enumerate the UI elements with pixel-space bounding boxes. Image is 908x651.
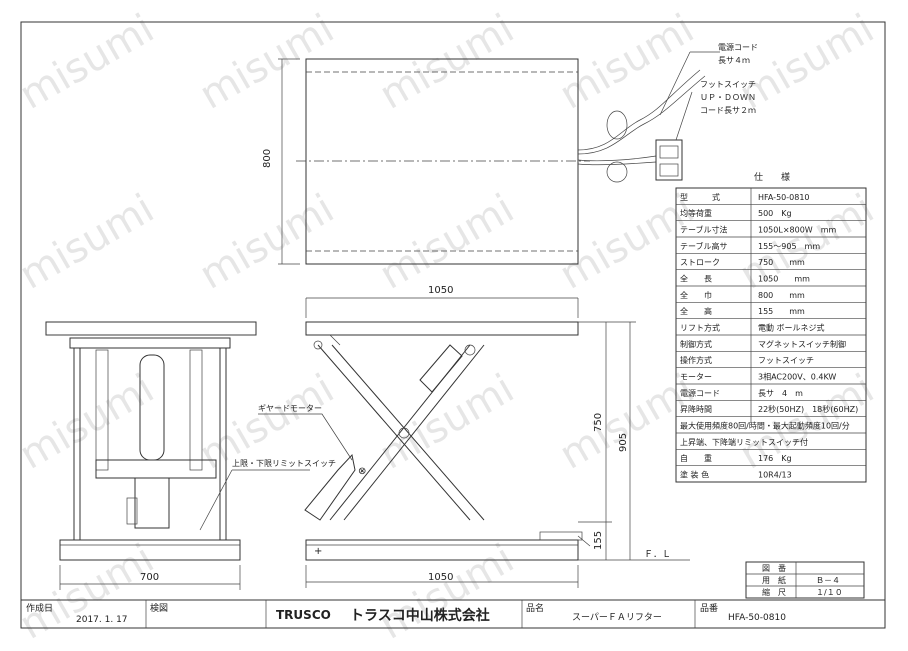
sakusei-label: 作成日: [26, 602, 53, 614]
dim-top-width: 800: [262, 149, 273, 168]
spec-row-value: 1050 mm: [758, 274, 810, 283]
foot-switch-cord: コード長サ２ｍ: [700, 106, 756, 115]
spec-row-value: HFA-50-0810: [758, 193, 810, 202]
dim-length-bottom: 1050: [428, 572, 453, 583]
spec-row-label: 均等荷重: [680, 208, 712, 218]
yoshi-label: 用 紙: [762, 575, 786, 585]
yoshi-value: Ｂ－４: [816, 576, 840, 585]
spec-title: 仕 様: [754, 171, 790, 183]
spec-row-label: モーター: [680, 372, 712, 381]
spec-row-value: 電動 ボールネジ式: [758, 322, 825, 332]
dim-length-top: 1050: [428, 285, 453, 296]
spec-row-note: 上昇端、下降端リミットスイッチ付: [680, 437, 808, 447]
geared-motor-label: ギヤードモーター: [258, 404, 322, 413]
spec-row-value: 3相AC200V、0.4KW: [758, 371, 836, 381]
dim-stroke: 750: [593, 413, 604, 432]
spec-row-note: 最大使用頻度80回/時間・最大起動頻度10回/分: [680, 420, 850, 430]
spec-row-value: 22秒(50HZ) 18秒(60HZ): [758, 404, 858, 414]
spec-row-label: 全 高: [680, 306, 712, 316]
pivot-mark: ⊗: [358, 466, 366, 477]
table-top-outline: [305, 58, 579, 265]
spec-row-label: リフト方式: [680, 322, 720, 332]
power-cord-label: 電源コード: [718, 43, 758, 52]
power-cord-length: 長サ４ｍ: [718, 56, 750, 65]
spec-row-value: 155 mm: [758, 307, 805, 316]
spec-row-label: 操作方式: [680, 355, 712, 365]
brand-logo: TRUSCO: [276, 608, 331, 622]
watermark-text: misumi: [552, 6, 702, 119]
spec-row-value: 176 Kg: [758, 454, 792, 463]
spec-row-label: ストローク: [680, 258, 720, 267]
watermark-text: misumi: [372, 366, 522, 479]
watermark-text: misumi: [192, 186, 342, 299]
hinban-value: HFA-50-0810: [728, 613, 786, 623]
center-mark: +: [314, 546, 322, 557]
hinmei-value: スーパーＦＡリフター: [572, 612, 662, 623]
spec-row-label: 全 長: [680, 273, 712, 283]
spec-row-label: 型 式: [680, 192, 720, 202]
spec-row-value: 10R4/13: [758, 470, 792, 479]
spec-row-label: 自 重: [680, 453, 712, 463]
spec-row-label: 制御方式: [680, 339, 712, 349]
foot-switch-updown: ＵＰ・ＤＯＷＮ: [700, 93, 756, 102]
zuban-label: 図 番: [762, 563, 786, 573]
spec-row-value: 500 Kg: [758, 209, 792, 218]
kenzu-label: 検図: [150, 602, 168, 614]
front-view: 700 上限・下限リミットスイッチ: [45, 321, 336, 590]
spec-row-label: テーブル高サ: [680, 241, 728, 251]
spec-row-value: 155～905 mm: [758, 242, 820, 251]
limit-switch-label: 上限・下限リミットスイッチ: [232, 459, 336, 468]
sakusei-value: 2017. 1. 17: [76, 615, 128, 625]
dim-bottom-width: 700: [140, 572, 159, 583]
shukushaku-value: １/１０: [816, 588, 843, 597]
spec-row-value: 1050L×800W mm: [758, 225, 836, 234]
watermark-text: misumi: [372, 186, 522, 299]
watermark-text: misumi: [12, 186, 162, 299]
dim-min-height: 155: [593, 531, 604, 550]
spec-row-label: 昇降時間: [680, 404, 712, 414]
spec-row-label: テーブル寸法: [680, 224, 728, 234]
foot-switch-label: フットスイッチ: [700, 80, 756, 89]
hinban-label: 品番: [700, 602, 718, 614]
spec-row-value: 800 mm: [758, 291, 805, 300]
shukushaku-label: 縮 尺: [762, 587, 786, 597]
side-view: + ⊗ ギヤードモーター 1050 1050 750 905 155 Ｆ．Ｌ: [258, 285, 690, 588]
watermark-text: misumi: [12, 536, 162, 649]
dim-max-height: 905: [618, 433, 629, 452]
spec-row-label: 全 巾: [680, 290, 712, 300]
foot-switch-icon: [655, 139, 683, 181]
spec-row-value: フットスイッチ: [758, 356, 814, 365]
company-name: トラスコ中山株式会社: [350, 607, 490, 624]
spec-row-value: マグネットスイッチ制御: [758, 339, 846, 349]
spec-row-value: 長サ 4 m: [758, 389, 803, 398]
floor-level-label: Ｆ．Ｌ: [644, 550, 671, 560]
title-block: 図 番 用 紙 Ｂ－４ 縮 尺 １/１０ 作成日 2017. 1. 17 検図 …: [20, 561, 886, 629]
watermark-text: misumi: [12, 6, 162, 119]
watermark-text: misumi: [12, 366, 162, 479]
watermark-text: misumi: [192, 6, 342, 119]
spec-row-value: 750 mm: [758, 258, 805, 267]
watermark-text: misumi: [372, 6, 522, 119]
spec-table: 仕 様 型 式 HFA-50-0810 均等荷重 500 Kg テーブル寸法 1050L×…: [675, 171, 867, 483]
top-view: 800 電源コード 長サ４ｍ フットスイッチ ＵＰ・ＤＯＷＮ コード長サ２ｍ: [262, 43, 758, 265]
hinmei-label: 品名: [526, 602, 544, 614]
spec-row-label: 塗 装 色: [680, 469, 709, 479]
watermark-text: misumi: [372, 536, 522, 649]
spec-row-label: 電源コード: [680, 389, 720, 398]
